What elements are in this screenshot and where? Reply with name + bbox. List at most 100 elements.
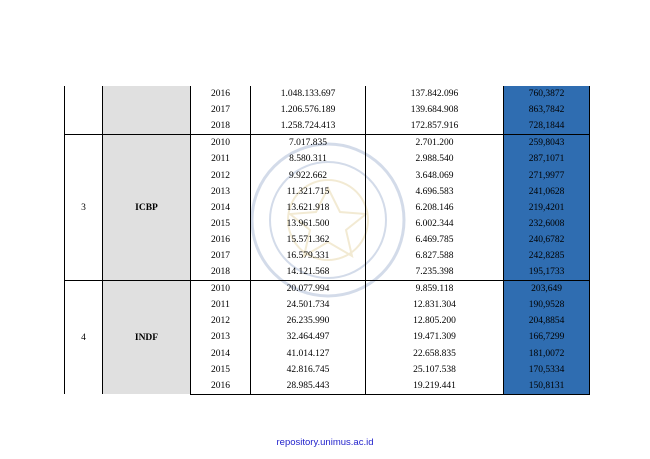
value-b-cell: 12.831.304	[365, 297, 504, 314]
value-b-cell: 2.701.200	[365, 134, 504, 152]
ratio-cell: 166,7299	[503, 329, 590, 346]
company-code-cell: ICBP	[102, 134, 191, 281]
value-b-cell: 12.805.200	[365, 313, 504, 330]
ratio-cell: 170,5334	[503, 361, 590, 378]
ratio-cell: 181,0072	[503, 345, 590, 362]
value-b-cell: 172.857.916	[365, 118, 504, 136]
value-b-cell: 137.842.096	[365, 86, 504, 103]
year-cell: 2018	[190, 264, 251, 282]
ratio-cell: 271,9977	[503, 167, 590, 184]
year-cell: 2011	[190, 151, 251, 168]
ratio-cell: 204,8854	[503, 313, 590, 330]
ratio-cell: 150,8131	[503, 377, 590, 395]
ratio-cell: 728,1844	[503, 118, 590, 136]
year-cell: 2017	[190, 247, 251, 265]
value-b-cell: 22.658.835	[365, 345, 504, 362]
ratio-cell: 242,8285	[503, 247, 590, 265]
ratio-cell: 190,9528	[503, 297, 590, 314]
ratio-cell: 203,649	[503, 280, 590, 298]
year-cell: 2012	[190, 313, 251, 330]
value-a-cell: 14.121.568	[250, 264, 366, 282]
value-b-cell: 6.208.146	[365, 199, 504, 216]
value-a-cell: 13.621.918	[250, 199, 366, 216]
value-a-cell: 26.235.990	[250, 313, 366, 330]
year-cell: 2010	[190, 134, 251, 152]
year-cell: 2015	[190, 215, 251, 232]
year-cell: 2017	[190, 102, 251, 119]
ratio-cell: 219,4201	[503, 199, 590, 216]
value-a-cell: 1.206.576.189	[250, 102, 366, 119]
value-a-cell: 1.048.133.697	[250, 86, 366, 103]
value-a-cell: 41.014.127	[250, 345, 366, 362]
ratio-cell: 863,7842	[503, 102, 590, 119]
year-cell: 2016	[190, 231, 251, 248]
value-a-cell: 20.077.994	[250, 280, 366, 298]
company-number-cell	[64, 86, 103, 135]
ratio-cell: 259,8043	[503, 134, 590, 152]
year-cell: 2013	[190, 329, 251, 346]
ratio-cell: 241,0628	[503, 183, 590, 200]
value-b-cell: 9.859.118	[365, 280, 504, 298]
value-a-cell: 11.321.715	[250, 183, 366, 200]
value-a-cell: 13.961.500	[250, 215, 366, 232]
value-b-cell: 6.002.344	[365, 215, 504, 232]
value-b-cell: 2.988.540	[365, 151, 504, 168]
value-a-cell: 7.017.835	[250, 134, 366, 152]
value-a-cell: 8.580.311	[250, 151, 366, 168]
company-code-cell	[102, 86, 191, 135]
value-a-cell: 24.501.734	[250, 297, 366, 314]
value-a-cell: 16.579.331	[250, 247, 366, 265]
value-b-cell: 19.471.309	[365, 329, 504, 346]
value-b-cell: 19.219.441	[365, 377, 504, 395]
year-cell: 2013	[190, 183, 251, 200]
value-b-cell: 7.235.398	[365, 264, 504, 282]
company-code-cell: INDF	[102, 280, 191, 395]
value-b-cell: 25.107.538	[365, 361, 504, 378]
ratio-cell: 287,1071	[503, 151, 590, 168]
value-b-cell: 139.684.908	[365, 102, 504, 119]
company-number-cell: 4	[64, 280, 103, 395]
year-cell: 2011	[190, 297, 251, 314]
value-a-cell: 32.464.497	[250, 329, 366, 346]
value-a-cell: 1.258.724.413	[250, 118, 366, 136]
value-b-cell: 6.469.785	[365, 231, 504, 248]
year-cell: 2016	[190, 377, 251, 395]
value-a-cell: 9.922.662	[250, 167, 366, 184]
ratio-cell: 232,6008	[503, 215, 590, 232]
value-a-cell: 15.571.362	[250, 231, 366, 248]
year-cell: 2012	[190, 167, 251, 184]
value-b-cell: 6.827.588	[365, 247, 504, 265]
value-a-cell: 28.985.443	[250, 377, 366, 395]
year-cell: 2014	[190, 345, 251, 362]
year-cell: 2015	[190, 361, 251, 378]
value-b-cell: 3.648.069	[365, 167, 504, 184]
year-cell: 2014	[190, 199, 251, 216]
value-b-cell: 4.696.583	[365, 183, 504, 200]
company-number-cell: 3	[64, 134, 103, 281]
ratio-cell: 240,6782	[503, 231, 590, 248]
year-cell: 2018	[190, 118, 251, 136]
repository-footer-link[interactable]: repository.unimus.ac.id	[276, 437, 374, 448]
year-cell: 2010	[190, 280, 251, 298]
year-cell: 2016	[190, 86, 251, 103]
ratio-cell: 195,1733	[503, 264, 590, 282]
